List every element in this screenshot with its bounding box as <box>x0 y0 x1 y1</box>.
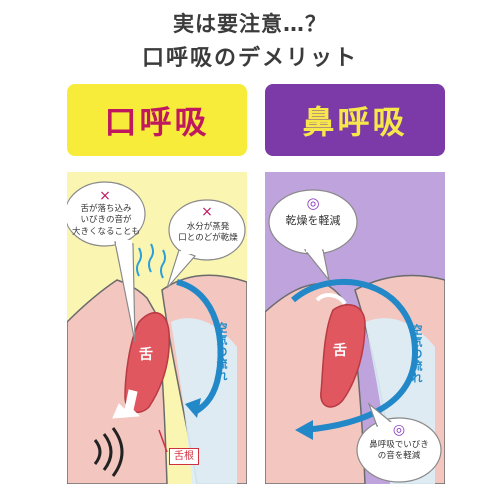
tongue-label: 舌 <box>333 343 347 359</box>
tongue-label: 舌 <box>139 347 153 363</box>
cross-mark-icon: × <box>99 188 111 204</box>
nose-breathing-heading: 鼻呼吸 <box>265 84 445 156</box>
airflow-label: 空気の流れ <box>215 322 228 382</box>
nose-breathing-illustration <box>265 189 445 484</box>
snoring-warning-text: 舌が落ち込み いびきの音が 大きくなることも <box>71 204 140 237</box>
nose-breathing-panel: ◎ 乾燥を軽減 空気の流れ 舌 ◎ 鼻呼吸でいびき の音を軽減 <box>265 172 445 484</box>
airflow-arrow-icon <box>291 278 419 433</box>
tongue-root-label: 舌根 <box>169 448 199 465</box>
mouth-breathing-illustration <box>67 181 247 484</box>
dryness-benefit-text: 乾燥を軽減 <box>285 214 341 227</box>
page-title-line2: 口呼吸のデメリット <box>141 46 358 71</box>
tongue-shape <box>320 304 366 408</box>
snoring-benefit-text: 鼻呼吸でいびき の音を軽減 <box>369 440 429 462</box>
down-arrow-icon <box>112 389 141 419</box>
mouth-breathing-panel: × 舌が落ち込み いびきの音が 大きくなることも × 水分が蒸発 口とのどが乾燥… <box>67 172 247 484</box>
sound-waves-icon <box>93 427 124 477</box>
airflow-label: 空気の流れ <box>410 324 423 384</box>
page-title-line1: 実は要注意…？ <box>173 12 327 36</box>
tongue-shape <box>124 312 171 413</box>
airflow-arrow-icon <box>176 279 224 415</box>
double-circle-icon: ◎ <box>306 194 320 212</box>
double-circle-icon: ◎ <box>392 422 406 438</box>
cross-mark-icon: × <box>201 204 213 220</box>
mouth-breathing-heading: 口呼吸 <box>67 84 247 156</box>
dryness-warning-text: 水分が蒸発 口とのどが乾燥 <box>178 222 238 244</box>
